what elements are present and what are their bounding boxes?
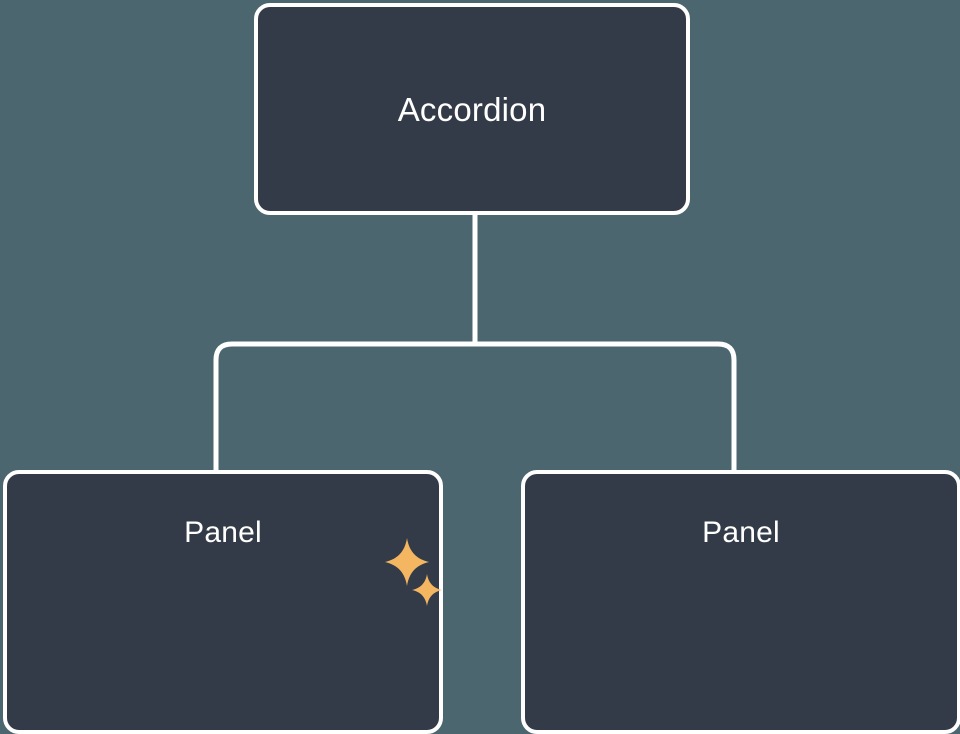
node-panel-active[interactable]: Panel isActive true <box>3 470 443 734</box>
node-accordion[interactable]: Accordion <box>254 3 690 215</box>
node-panel-active-label: Panel <box>184 516 262 549</box>
node-accordion-label: Accordion <box>397 90 547 128</box>
node-panel-inactive[interactable]: Panel isActive false <box>521 470 960 734</box>
node-panel-inactive-label: Panel <box>702 516 780 549</box>
edge-bus <box>213 341 737 470</box>
